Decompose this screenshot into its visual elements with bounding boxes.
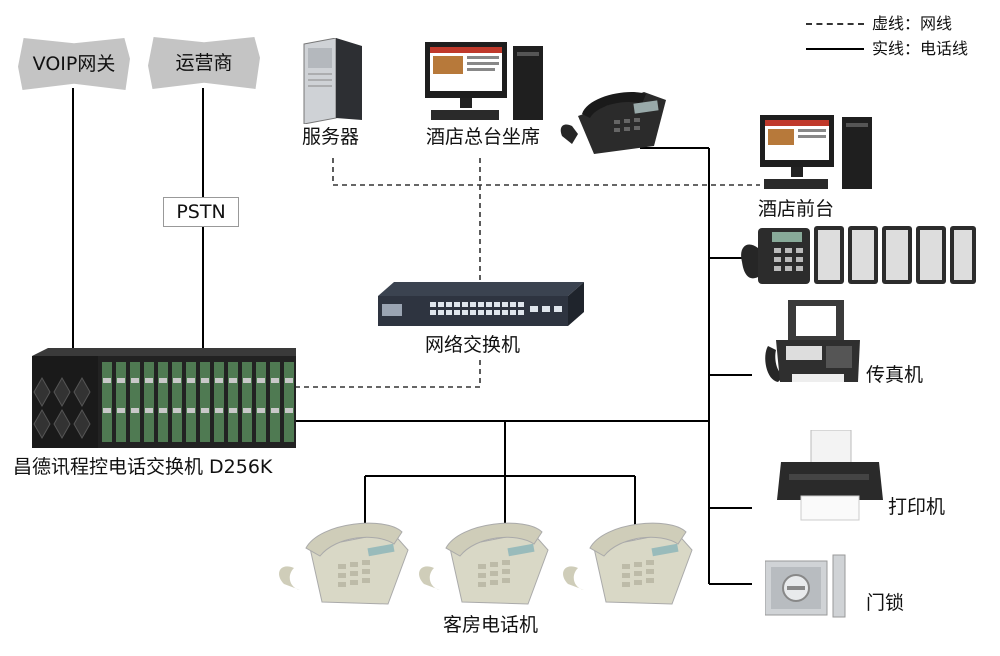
front-desk-label: 酒店前台 <box>758 198 835 220</box>
desktop-pc-icon <box>425 42 543 120</box>
door-lock-label: 门锁 <box>866 592 905 614</box>
network-switch-icon <box>378 282 584 326</box>
legend-dashed: 虚线：网线 <box>806 16 952 32</box>
legend-solid-label: 实线：电话线 <box>872 39 969 58</box>
server-label: 服务器 <box>302 126 360 148</box>
operator-console-label: 酒店总台坐席 <box>426 126 541 148</box>
pstn-box: PSTN <box>163 197 239 227</box>
carrier-cloud: 运营商 <box>148 37 260 89</box>
carrier-label: 运营商 <box>175 51 233 74</box>
pbx-label: 昌德讯程控电话交换机 D256K <box>13 456 273 478</box>
dashed-line-swatch <box>806 23 864 25</box>
pstn-label: PSTN <box>176 200 226 223</box>
guest-phones-label: 客房电话机 <box>443 614 539 636</box>
dss-consoles <box>814 226 976 284</box>
solid-line-swatch <box>806 48 864 50</box>
telephone-lines <box>72 88 752 585</box>
fax-label: 传真机 <box>866 364 924 386</box>
voip-gateway-cloud: VOIP网关 <box>18 38 130 90</box>
guest-phone-icon <box>563 522 693 605</box>
guest-phone-icon <box>419 522 549 605</box>
console-phone-icon <box>741 226 976 284</box>
front-desk-pc-icon <box>760 115 872 189</box>
desk-phone-icon <box>560 92 666 154</box>
fax-machine-icon <box>765 300 860 382</box>
pbx-icon <box>32 348 296 448</box>
server-icon <box>303 38 362 124</box>
guest-phone-icon <box>279 522 409 605</box>
switch-label: 网络交换机 <box>425 334 521 356</box>
printer-icon <box>777 430 883 521</box>
legend-solid: 实线：电话线 <box>806 41 968 57</box>
door-lock-icon <box>765 554 846 618</box>
network-lines <box>295 158 760 388</box>
legend-dashed-label: 虚线：网线 <box>872 14 953 33</box>
voip-gateway-label: VOIP网关 <box>32 52 116 75</box>
printer-label: 打印机 <box>888 496 946 518</box>
